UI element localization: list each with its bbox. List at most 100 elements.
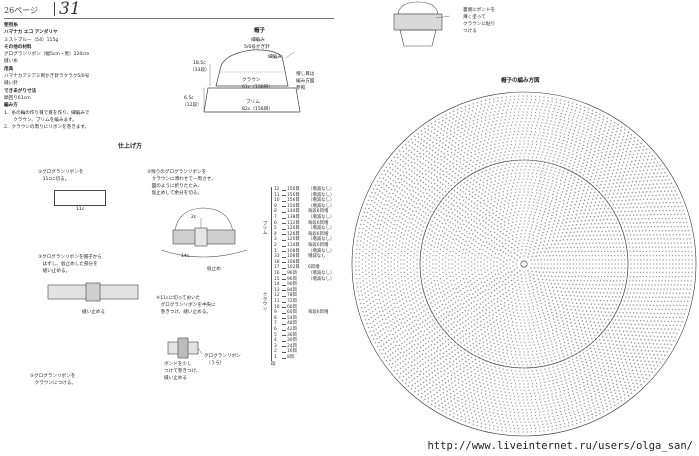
stitch-row [508, 248, 540, 280]
stitch-row [435, 175, 613, 353]
stitch-marks [502, 242, 546, 286]
label-left-top-rows: （33段） [190, 68, 210, 73]
stitch-row [515, 255, 533, 273]
step-1: ①グログランリボンを 11cに切る。 11c [38, 170, 138, 220]
stitch-marks [406, 146, 642, 382]
stitch-marks [515, 255, 533, 273]
row-stitches: 42目 [287, 327, 297, 332]
stitch-row [361, 101, 687, 427]
step2-line3: 図のように折りたたみ、 [147, 184, 203, 189]
stitch-row [403, 143, 645, 385]
row-stitches: 138目 [287, 215, 300, 220]
materials-line: 縫い糸 [4, 59, 18, 65]
row-note: 毎段6目増 [308, 209, 329, 215]
step3-illustration [47, 282, 139, 302]
row-number: 10 [274, 198, 280, 204]
row-note: 増減なし [308, 254, 326, 260]
step4-ribbon-2: （うら） [206, 361, 225, 366]
stitch-marks [396, 136, 652, 392]
stitch-marks [438, 178, 610, 350]
ribbon-piece [54, 190, 106, 206]
row-dash [282, 352, 286, 353]
row-stitches: 84目 [287, 287, 297, 293]
row-number: 6 [274, 327, 277, 332]
stitch-marks [480, 220, 568, 308]
materials-line: 使用糸 [4, 23, 18, 28]
step2-line4: 仮止めして余分を切る。 [147, 191, 202, 196]
row-number: 17 [274, 265, 280, 271]
stitch-marks [448, 188, 600, 340]
row-note: 毎段6目増 [308, 243, 329, 248]
materials-line: 縫い針 [4, 81, 18, 87]
brim-outer-ring [351, 91, 697, 437]
label-brim-count: 82c（156目） [242, 107, 273, 112]
row-number: 5 [274, 332, 277, 338]
materials-line: 編み方 [4, 103, 18, 109]
stitch-row [460, 200, 588, 328]
row-dash [282, 268, 286, 269]
stitch-row [476, 216, 572, 312]
crochet-chart [351, 91, 697, 437]
stitch-marks [425, 165, 623, 363]
step4-note-2: つけて巻きつけ、 [164, 369, 201, 374]
step-2: ②残りのグログランリボンを クラウンに添わせて一周させ、 図のように折りたたみ、… [147, 170, 257, 275]
row-note: 6目増 [308, 265, 320, 271]
row-note: （増減なし） [308, 198, 335, 204]
row-dash [282, 234, 286, 236]
step4-illustration [167, 337, 203, 359]
stitch-row [425, 165, 623, 363]
row-dash [282, 212, 286, 213]
dan-label: 段 [271, 362, 276, 367]
row-note: （増減なし） [308, 192, 335, 198]
row-stitches: 108目 [287, 248, 300, 254]
row-stitches: 60目 [287, 310, 297, 316]
stitch-marks [508, 248, 540, 280]
row-dash [282, 290, 286, 292]
stitch-row [467, 207, 581, 321]
stitch-marks [419, 159, 629, 369]
stitch-row [384, 124, 664, 404]
stitch-marks [483, 223, 565, 305]
materials-line: グログランリボン（幅5cm・黒）120cm [4, 52, 90, 58]
label-left-top: 18.5c [193, 61, 206, 66]
stitch-marks [380, 120, 668, 408]
row-stitches: 126目 [287, 226, 300, 232]
hat-outline [203, 49, 301, 113]
stitch-row [502, 242, 546, 286]
row-number: 3 [274, 343, 277, 349]
stitch-row [428, 168, 620, 360]
row-note: （増減なし） [308, 226, 335, 232]
stitch-row [355, 95, 693, 433]
stitch-row [496, 236, 552, 292]
row-dash [282, 217, 286, 219]
stitch-row [489, 229, 559, 299]
stitch-marks [499, 239, 549, 289]
row-dash [282, 200, 286, 202]
row-stitches: 16目 [287, 349, 297, 355]
row-note: （増減なし） [308, 237, 335, 243]
row-number: 8 [274, 209, 277, 215]
stitch-row [483, 223, 565, 305]
row-number: 5 [274, 226, 277, 232]
hat-subtitle1: 細編み [251, 38, 265, 43]
step3-line3: 縫い止める。 [38, 269, 71, 274]
row-stitches: 108目 [287, 254, 300, 260]
row-dash [282, 296, 286, 297]
row-number: 13 [274, 287, 280, 293]
row-number: 9 [274, 310, 277, 316]
row-dash [282, 273, 286, 275]
stitch-row [464, 204, 584, 324]
stitch-row [358, 98, 690, 430]
stitch-marks [422, 162, 626, 366]
increase-guide [532, 206, 611, 259]
row-stitches: 48目 [287, 321, 297, 327]
stitch-marks [409, 149, 639, 379]
row-number: 12 [274, 187, 280, 192]
step-3: ③グログランリボンを帽子から はずし、仮止めした部分を 縫い止める。 縫い止める [38, 255, 148, 320]
row-dash [282, 340, 286, 342]
stitch-marks [454, 194, 594, 334]
row-note: （増減なし） [308, 187, 335, 192]
stitch-row [422, 162, 626, 366]
row-dash [282, 329, 286, 331]
